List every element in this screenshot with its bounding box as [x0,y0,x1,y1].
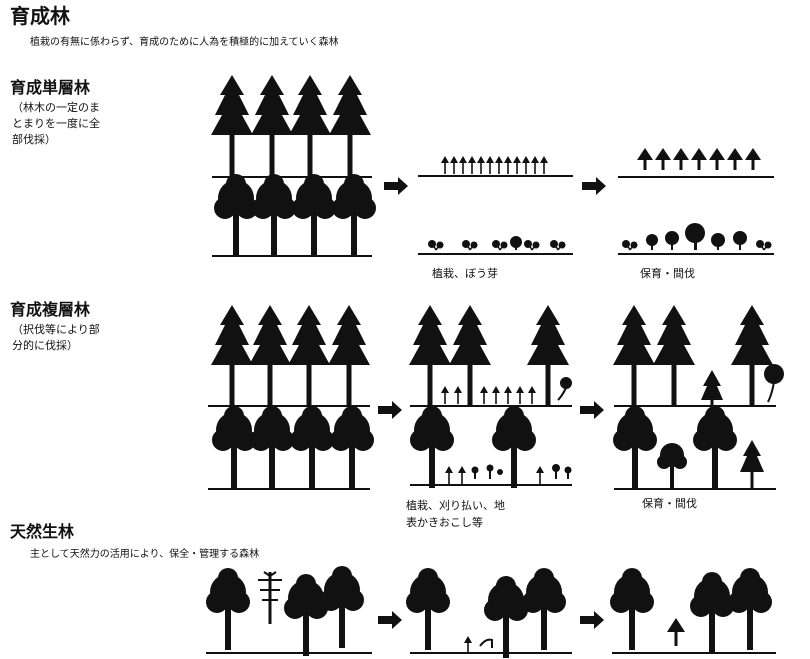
natural-forest-after-disturbance [406,568,572,658]
note-line: 部伐採） [12,133,56,146]
multi-layer-tended-conifer-stand [613,305,784,408]
sprouting-stumps-row [418,236,573,255]
note-line: （択伐等により部 [12,323,100,336]
natural-forest-stand [206,566,372,656]
arrow-icon [580,611,604,629]
section-description-natural: 主として天然力の活用により、保全・管理する森林 [30,549,260,560]
caption-planting-sprouts: 植栽、ぼう芽 [432,267,498,280]
arrow-icon [378,611,402,629]
partial-cut-broadleaf-stand [410,406,572,488]
caption-tending-thinning: 保育・間伐 [640,267,695,280]
section-title-single-layer: 育成単層林 [10,78,91,97]
arrow-icon [378,401,402,419]
multi-layer-broadleaf-stand [208,406,374,490]
section-title-natural: 天然生林 [10,522,75,541]
section-title-multi-layer: 育成複層林 [10,300,91,319]
arrow-icon [580,401,604,419]
caption-tending-thinning-2: 保育・間伐 [642,497,697,510]
section-note-single-layer: （林木の一定のま とまりを一度に全 部伐採） [12,100,100,148]
planted-seedlings-row [418,156,573,177]
page-description: 植栽の有無に係わらず、育成のために人為を積極的に加えていく森林 [30,37,339,48]
note-line: 分的に伐採） [12,339,78,352]
caption-line: 植栽、刈り払い、地 [406,499,505,512]
caption-planting-weeding: 植栽、刈り払い、地 表かきおこし等 [406,497,505,531]
arrow-icon [384,177,408,195]
young-conifer-row [618,148,774,178]
arrow-icon [582,177,606,195]
caption-line: 表かきおこし等 [406,516,483,529]
partial-cut-conifer-stand [409,305,572,407]
single-layer-conifer-stand [211,75,372,178]
young-broadleaf-row [618,223,774,255]
natural-forest-recovered [610,568,776,654]
note-line: とまりを一度に全 [12,117,100,130]
multi-layer-tended-broadleaf-stand [613,406,776,490]
page-title: 育成林 [10,4,70,28]
note-line: （林木の一定のま [12,101,100,114]
single-layer-broadleaf-stand [212,174,376,257]
multi-layer-conifer-stand [208,305,370,407]
section-note-multi-layer: （択伐等により部 分的に伐採） [12,322,100,354]
